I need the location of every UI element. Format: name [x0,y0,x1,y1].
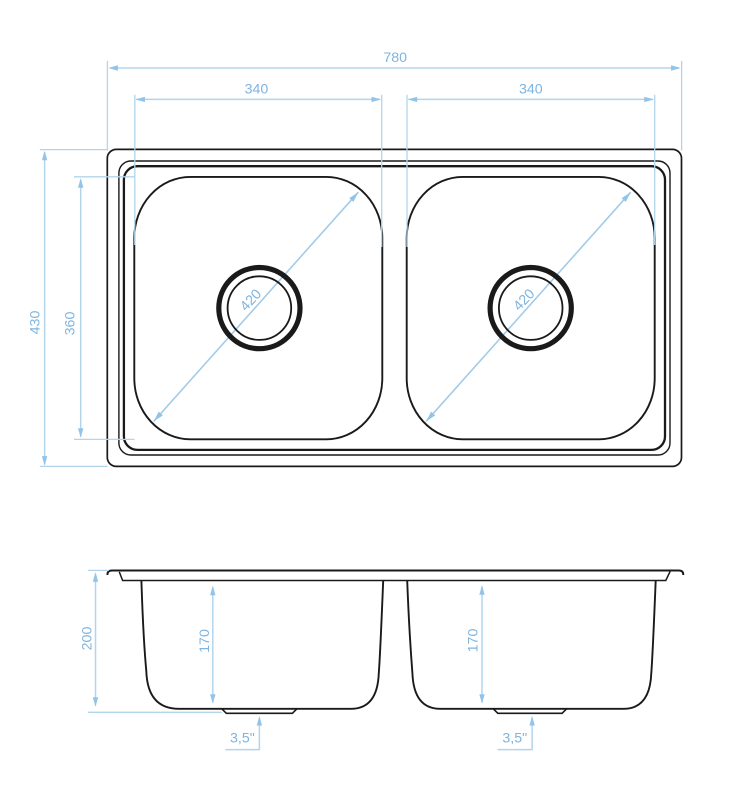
svg-text:3,5": 3,5" [502,731,527,747]
svg-text:430: 430 [28,311,44,335]
svg-text:780: 780 [383,50,407,66]
svg-text:360: 360 [63,312,79,336]
svg-text:170: 170 [466,629,482,653]
svg-text:3,5": 3,5" [230,731,255,747]
svg-text:340: 340 [519,81,543,97]
svg-text:200: 200 [80,627,96,651]
svg-text:170: 170 [197,629,213,653]
svg-text:340: 340 [245,81,269,97]
